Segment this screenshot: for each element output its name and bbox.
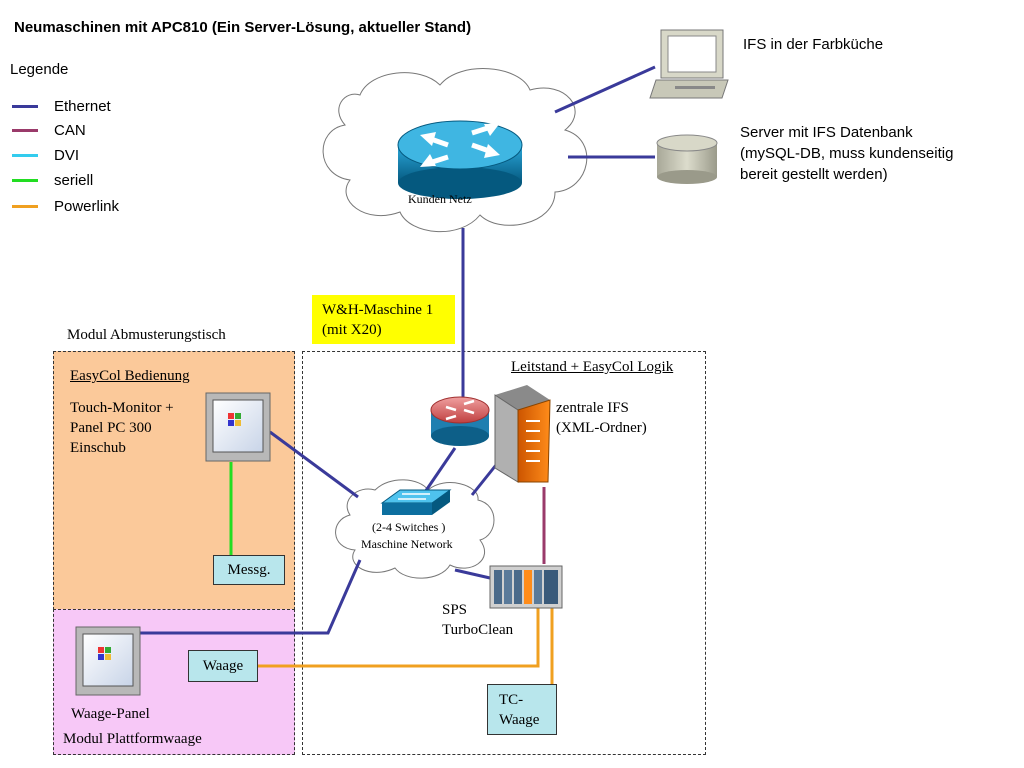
- legend-swatch: [12, 104, 38, 108]
- legend-item-can: CAN: [12, 120, 86, 140]
- waage-label: Waage: [202, 658, 244, 674]
- messg-box: Messg.: [213, 555, 285, 585]
- leitstand-area: [302, 351, 706, 755]
- waage-box: Waage: [188, 650, 258, 682]
- modul-plattform-title: Modul Plattformwaage: [63, 731, 202, 747]
- legend-item-seriell: seriell: [12, 170, 93, 190]
- page-title: Neumaschinen mit APC810 (Ein Server-Lösu…: [14, 19, 472, 36]
- modul-abmusterung-subtitle: EasyCol Bedienung: [70, 368, 190, 384]
- cloud-kunden-netz-label: Kunden Netz: [408, 192, 472, 206]
- zentrale-ifs-line2: (XML-Ordner): [556, 420, 647, 436]
- legend-item-ethernet: Ethernet: [12, 96, 111, 116]
- apc810-icon: [494, 385, 551, 483]
- legend-label: Ethernet: [54, 97, 111, 115]
- waage-panel-label: Waage-Panel: [71, 706, 150, 722]
- touch-monitor-line2: Panel PC 300: [70, 420, 152, 436]
- touch-monitor-line3: Einschub: [70, 440, 126, 456]
- legend-item-powerlink: Powerlink: [12, 196, 119, 216]
- switch-icon: [380, 489, 452, 515]
- sps-plc-icon: [489, 565, 563, 609]
- server-label-line2: (mySQL-DB, muss kundenseitig: [740, 145, 954, 162]
- machine-router-icon: [430, 396, 490, 446]
- sps-label-line2: TurboClean: [442, 622, 514, 638]
- computer-icon: [649, 29, 729, 99]
- legend-swatch: [12, 128, 38, 132]
- legend-label: seriell: [54, 171, 94, 189]
- tc-waage-line1: TC-: [499, 692, 524, 708]
- switch-label-line2: Maschine Network: [361, 537, 453, 551]
- touch-monitor-line1: Touch-Monitor +: [70, 400, 174, 416]
- pc-ifs-label: IFS in der Farbküche: [743, 36, 884, 53]
- legend-label: DVI: [54, 146, 80, 164]
- machine-tag-line1: W&H-Maschine 1: [322, 302, 434, 318]
- zentrale-ifs-line1: zentrale IFS: [556, 400, 629, 416]
- messg-label: Messg.: [227, 562, 271, 578]
- legend-swatch: [12, 153, 38, 157]
- legend-item-dvi: DVI: [12, 145, 79, 165]
- server-label-line1: Server mit IFS Datenbank: [740, 124, 913, 141]
- legend-heading: Legende: [10, 61, 69, 78]
- legend-swatch: [12, 178, 38, 182]
- database-icon: [656, 134, 718, 184]
- tc-waage-line2: Waage: [499, 712, 540, 728]
- touch-monitor-icon: [205, 392, 271, 462]
- machine-tag: W&H-Maschine 1 (mit X20): [312, 295, 455, 344]
- legend-label: Powerlink: [54, 197, 120, 215]
- legend-swatch: [12, 204, 38, 208]
- ethernet-wires: [140, 65, 656, 635]
- waage-panel-icon: [75, 626, 141, 696]
- powerlink-wires: [258, 608, 554, 684]
- modul-abmusterung-title: Modul Abmusterungstisch: [67, 327, 226, 343]
- server-label-line3: bereit gestellt werden): [740, 166, 888, 183]
- leitstand-title: Leitstand + EasyCol Logik: [511, 359, 674, 375]
- switch-label-line1: (2-4 Switches ): [372, 520, 446, 534]
- machine-tag-line2: (mit X20): [322, 322, 382, 338]
- router-icon: [397, 120, 523, 199]
- cloud-maschine-network: [335, 479, 495, 579]
- tc-waage-box: TC- Waage: [487, 684, 557, 735]
- legend-label: CAN: [54, 121, 86, 139]
- sps-label-line1: SPS: [442, 602, 468, 618]
